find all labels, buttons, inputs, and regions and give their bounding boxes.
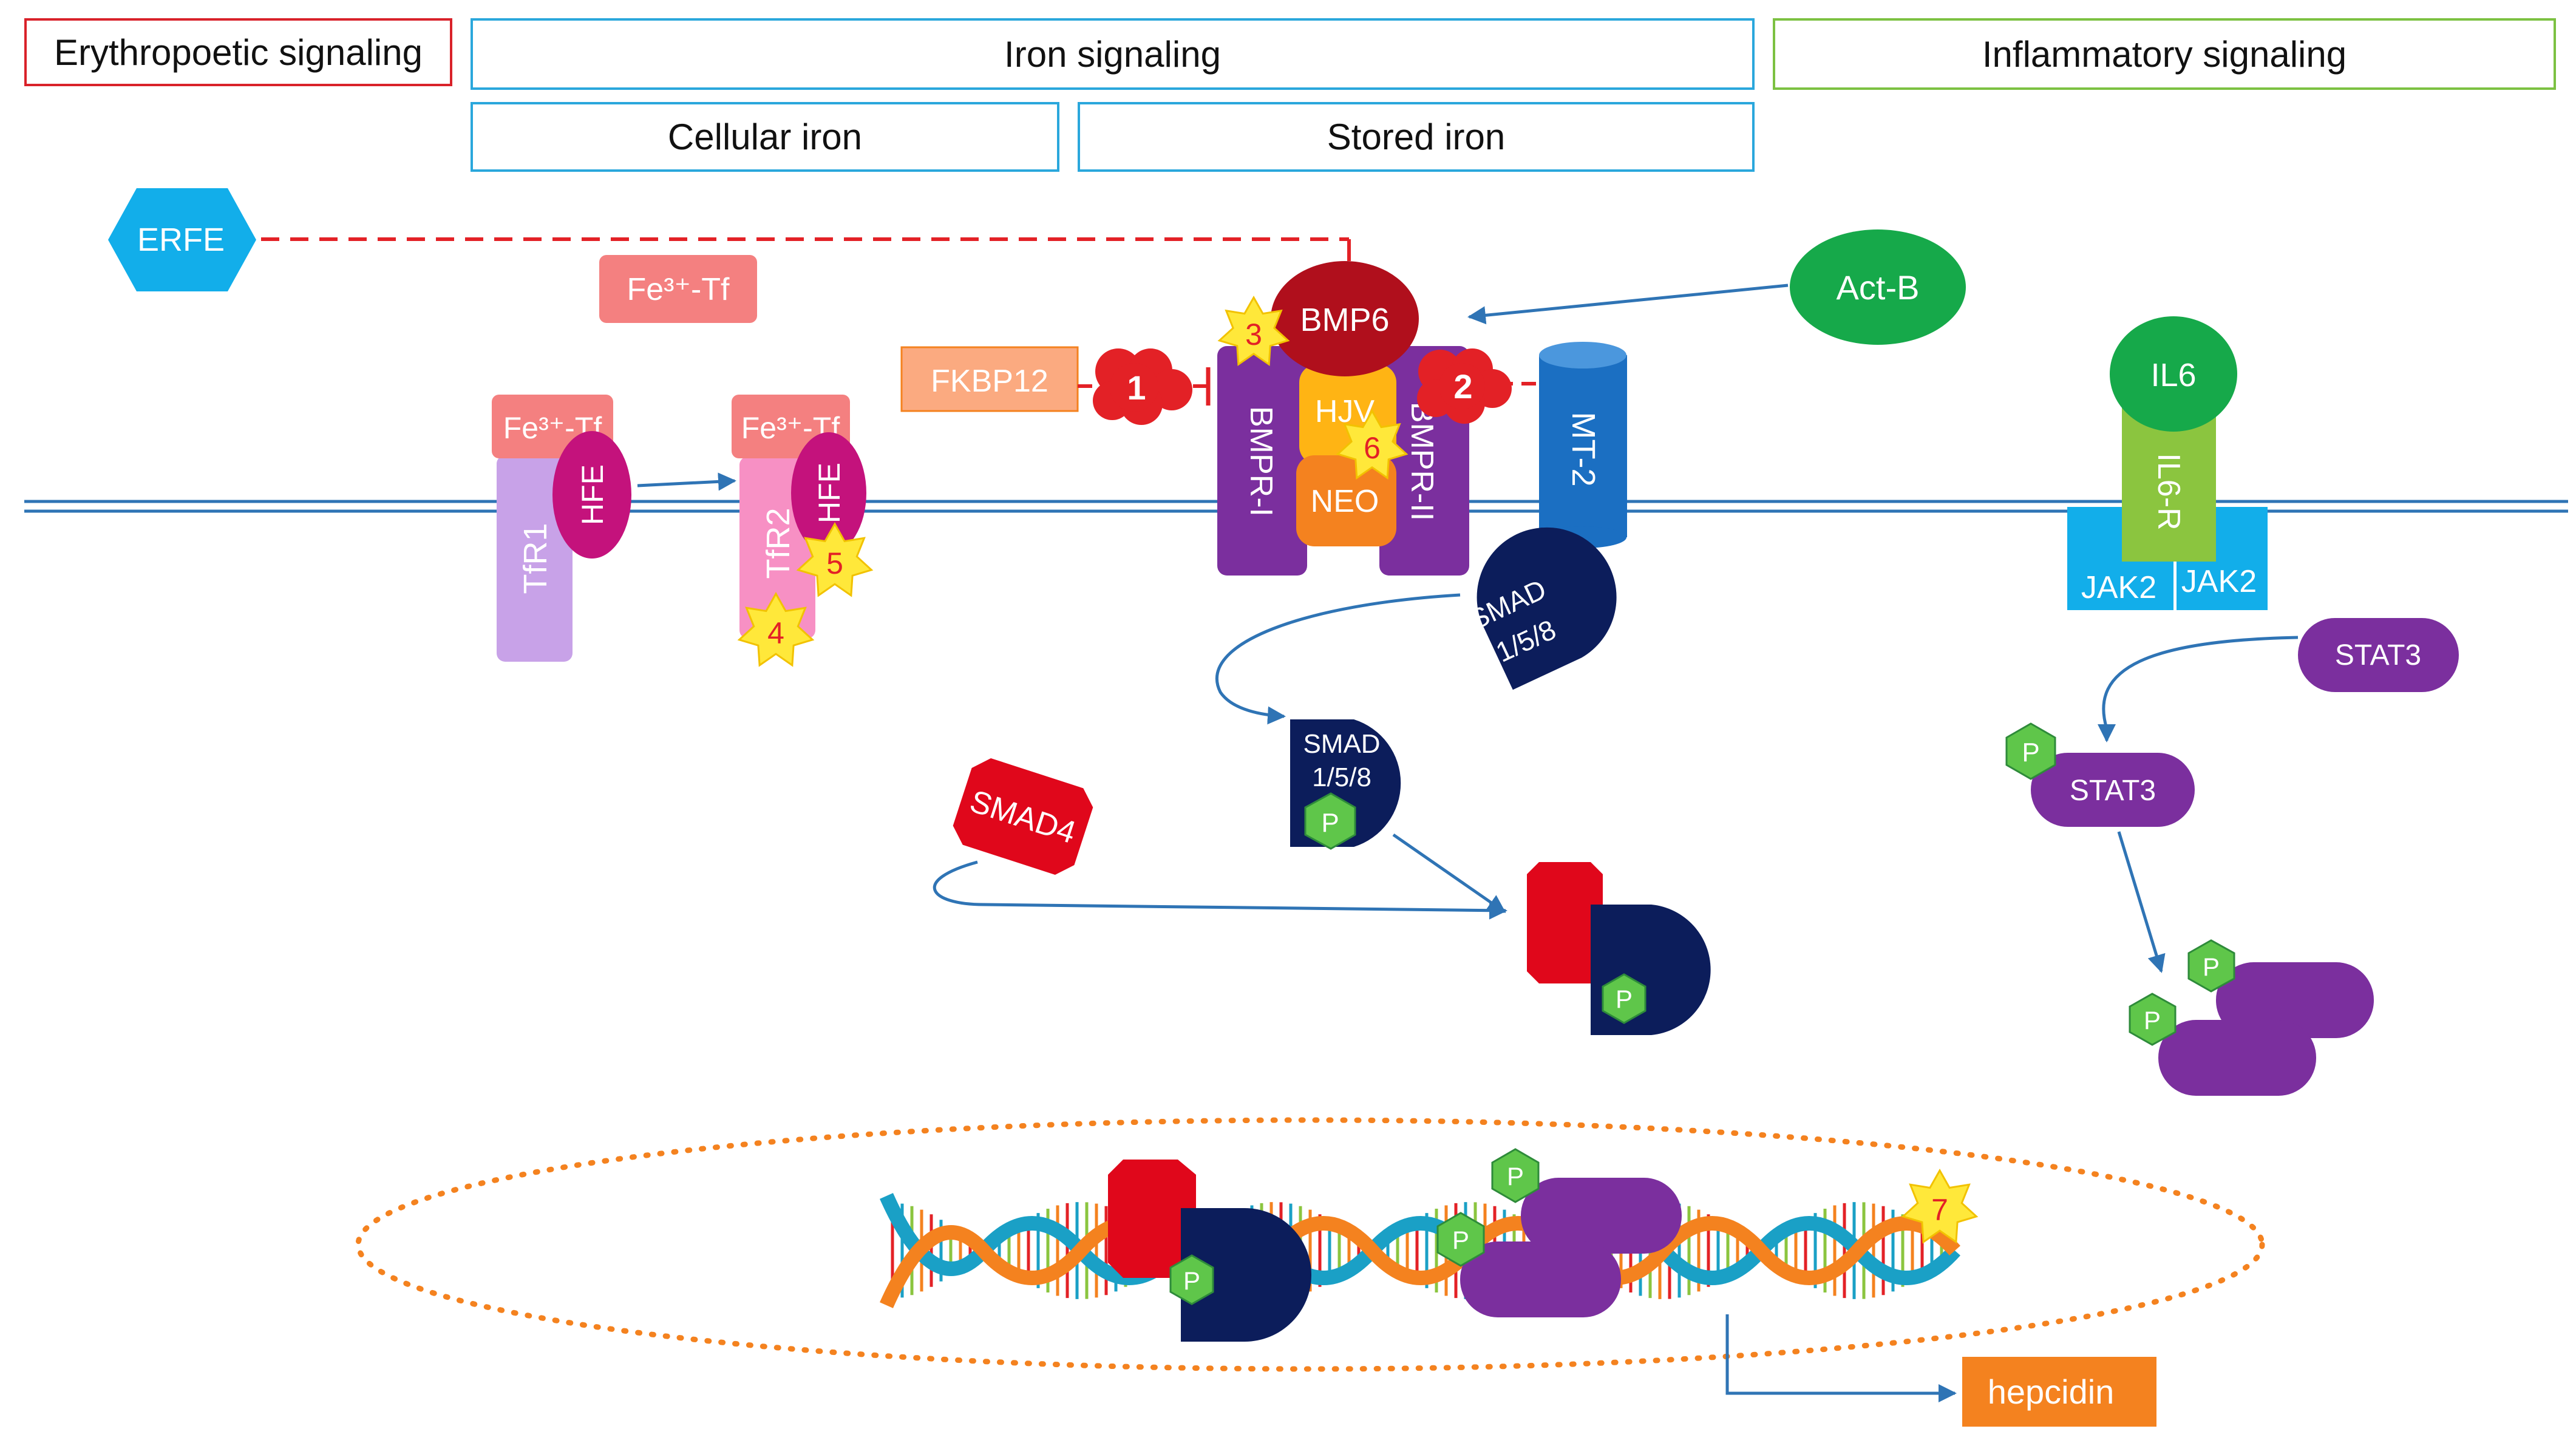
header-iron-label: Iron signaling — [1004, 33, 1221, 75]
il6-label: IL6 — [2150, 357, 2196, 393]
tfr2-label: TfR2 — [760, 508, 797, 579]
actb-arrow — [1467, 284, 1789, 325]
fkbp12: FKBP12 — [900, 346, 1079, 412]
smad158-to-complex-arrow — [1392, 833, 1506, 914]
header-cellular-iron: Cellular iron — [471, 102, 1059, 172]
bmpr1-receptor — [1217, 346, 1307, 576]
smad4-binding-arrow — [933, 860, 1507, 920]
smad-complex-nuc-p: P — [1183, 1266, 1200, 1295]
mutation-star-5: 5 — [796, 521, 874, 597]
tfr1-label: TfR1 — [517, 523, 554, 594]
marker-6-label: 6 — [1364, 431, 1381, 465]
header-erythropoetic-signaling: Erythropoetic signaling — [24, 18, 452, 86]
header-inflammatory-signaling: Inflammatory signaling — [1773, 18, 2556, 90]
marker-4-label: 4 — [767, 616, 784, 650]
stat3-phosphorylation-arrow — [2098, 636, 2299, 742]
fe-tf-free-label: Fe³⁺-Tf — [627, 272, 730, 307]
tfr1-hfe-label: HFE — [576, 464, 610, 525]
stat3-phos-p: P — [2022, 738, 2039, 767]
neo-protein — [1296, 455, 1396, 546]
mutation-star-6: 6 — [1336, 409, 1409, 480]
smad158-unphosphorylated: SMAD 1/5/8 — [1464, 527, 1617, 690]
header-erythropoetic-label: Erythropoetic signaling — [53, 32, 423, 73]
smad-phosphorylation-arrow — [1215, 593, 1461, 725]
bmpr2-label: BMPR-II — [1404, 402, 1439, 521]
hepcidin: hepcidin — [1962, 1357, 2156, 1427]
erfe-hexagon: ERFE — [108, 188, 256, 291]
actb: Act-B — [1790, 229, 1966, 345]
stat3-phosphorylated: STAT3 P — [2005, 722, 2195, 827]
bmp6-label: BMP6 — [1300, 302, 1389, 338]
stat3-dimer-p1: P — [2203, 953, 2220, 981]
marker-5-label: 5 — [826, 546, 843, 580]
nucleus-outline — [355, 1117, 2265, 1372]
fe-tf-free: Fe³⁺-Tf — [599, 255, 757, 323]
stat3-dimer-nucleus: P P — [1436, 1148, 1682, 1317]
stat3-nuc-p2: P — [1452, 1226, 1469, 1254]
inhibition-cloud-2: 2 — [1417, 348, 1512, 424]
fkbp12-label: FKBP12 — [931, 364, 1048, 399]
header-inflammatory-label: Inflammatory signaling — [1982, 33, 2347, 75]
bmp6-ligand — [1271, 261, 1419, 376]
header-cellular-iron-label: Cellular iron — [667, 117, 863, 157]
dna-strand-orange — [880, 1216, 1960, 1308]
header-stored-iron: Stored iron — [1078, 102, 1755, 172]
tfr2-hfe-label: HFE — [812, 463, 846, 523]
erfe-inhibition-line — [261, 237, 1351, 261]
mt2-cylinder: MT-2 — [1539, 342, 1627, 548]
stat3-unphos-label: STAT3 — [2335, 639, 2421, 671]
bmpr1-label: BMPR-I — [1243, 406, 1279, 517]
smad-complex-nucleus: P — [1108, 1160, 1311, 1342]
hepcidin-label: hepcidin — [1988, 1373, 2115, 1411]
stat3-phos-label: STAT3 — [2070, 775, 2156, 807]
fkbp12-inhibition — [1078, 367, 1211, 406]
il6-ligand — [2110, 316, 2237, 432]
stat3-dimerization-arrow — [2117, 831, 2166, 973]
stat3-unphosphorylated: STAT3 — [2298, 618, 2459, 692]
marker-1-label: 1 — [1127, 368, 1146, 407]
marker-3-label: 3 — [1245, 318, 1262, 352]
inhibition-cloud-1: 1 — [1093, 348, 1192, 425]
marker-7-label: 7 — [1931, 1193, 1948, 1227]
tfr2-hfe — [791, 432, 866, 554]
hepcidin-transcription-arrow — [1725, 1314, 1957, 1402]
mutation-star-4: 4 — [737, 591, 815, 667]
header-stored-iron-label: Stored iron — [1327, 117, 1506, 157]
tfr2-complex: TfR2 Fe³⁺-Tf HFE — [732, 395, 866, 639]
jak2-right-label: JAK2 — [2181, 564, 2257, 599]
smad158-phos-p: P — [1321, 808, 1339, 838]
il6r-label: IL6-R — [2151, 453, 2186, 530]
tfr1-hfe — [552, 431, 631, 559]
erfe-label: ERFE — [137, 222, 225, 258]
neo-label: NEO — [1311, 484, 1379, 519]
dna-strand-blue — [880, 1193, 1960, 1285]
il6-receptor-complex: JAK2 JAK2 IL6-R IL6 — [2067, 316, 2268, 610]
jak2-left-label: JAK2 — [2081, 570, 2156, 605]
actb-label: Act-B — [1837, 268, 1920, 307]
smad158-phos-label-b: 1/5/8 — [1312, 762, 1371, 792]
stat3-dimer-p2: P — [2144, 1006, 2161, 1034]
hfe-transfer-arrow — [637, 472, 736, 491]
smad-complex-cyto-p: P — [1616, 985, 1633, 1013]
stat3-dimer-cytoplasm: P P — [2129, 939, 2374, 1096]
smad-complex-cytoplasm: P — [1527, 862, 1711, 1035]
smad158-phosphorylated: SMAD 1/5/8 P — [1290, 719, 1401, 850]
smad158-phos-label-a: SMAD — [1303, 729, 1380, 759]
tfr1-complex: TfR1 Fe³⁺-Tf HFE — [492, 395, 631, 662]
mutation-star-3: 3 — [1217, 295, 1290, 367]
mt2-label: MT-2 — [1565, 412, 1602, 486]
header-iron-signaling: Iron signaling — [471, 18, 1755, 90]
mutation-star-7: 7 — [1901, 1168, 1979, 1244]
stat3-nuc-p1: P — [1507, 1162, 1524, 1190]
marker-2-label: 2 — [1453, 367, 1472, 406]
smad4: SMAD4 — [953, 758, 1093, 875]
